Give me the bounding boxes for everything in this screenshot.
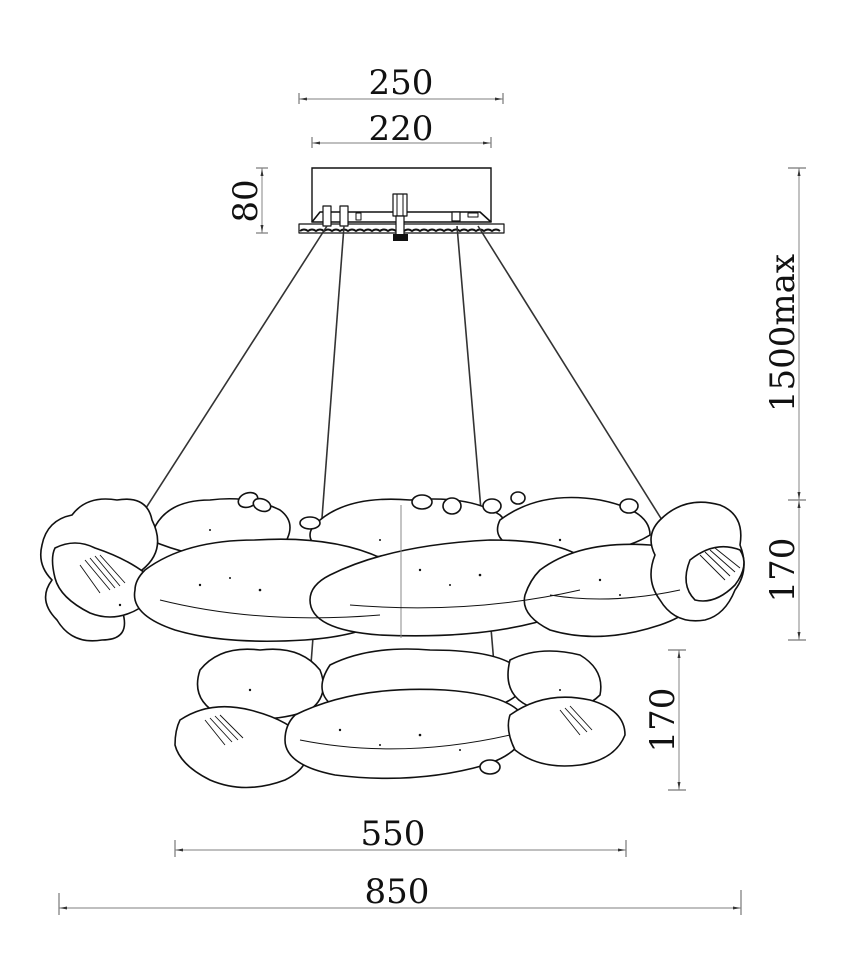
dimension-canopy-inner-width: 220 bbox=[311, 109, 492, 149]
dimension-upper-ring-diameter: 850 bbox=[58, 872, 742, 915]
dimension-lower-ring-diameter: 550 bbox=[174, 814, 627, 857]
dim-label-1500max: 1500max bbox=[763, 254, 803, 412]
dim-label-850: 850 bbox=[365, 872, 430, 912]
dim-label-250: 250 bbox=[369, 63, 434, 103]
dimension-upper-ring-height: 170 bbox=[763, 500, 806, 641]
dimension-canopy-height: 80 bbox=[226, 167, 268, 234]
dim-label-550: 550 bbox=[361, 814, 426, 854]
dimension-suspension-length: 1500max bbox=[763, 167, 806, 501]
dim-label-upper-170: 170 bbox=[763, 538, 803, 603]
ceiling-canopy bbox=[298, 167, 505, 241]
dimension-lower-ring-height: 170 bbox=[643, 649, 686, 791]
dim-label-220: 220 bbox=[369, 109, 434, 149]
wire-outer-right bbox=[477, 225, 663, 521]
upper-ring bbox=[39, 491, 745, 643]
lower-ring bbox=[174, 648, 626, 789]
dimension-canopy-outer-width: 250 bbox=[298, 63, 504, 104]
dim-label-lower-170: 170 bbox=[643, 688, 683, 753]
dim-label-80: 80 bbox=[226, 179, 266, 222]
wire-outer-left bbox=[136, 225, 328, 523]
